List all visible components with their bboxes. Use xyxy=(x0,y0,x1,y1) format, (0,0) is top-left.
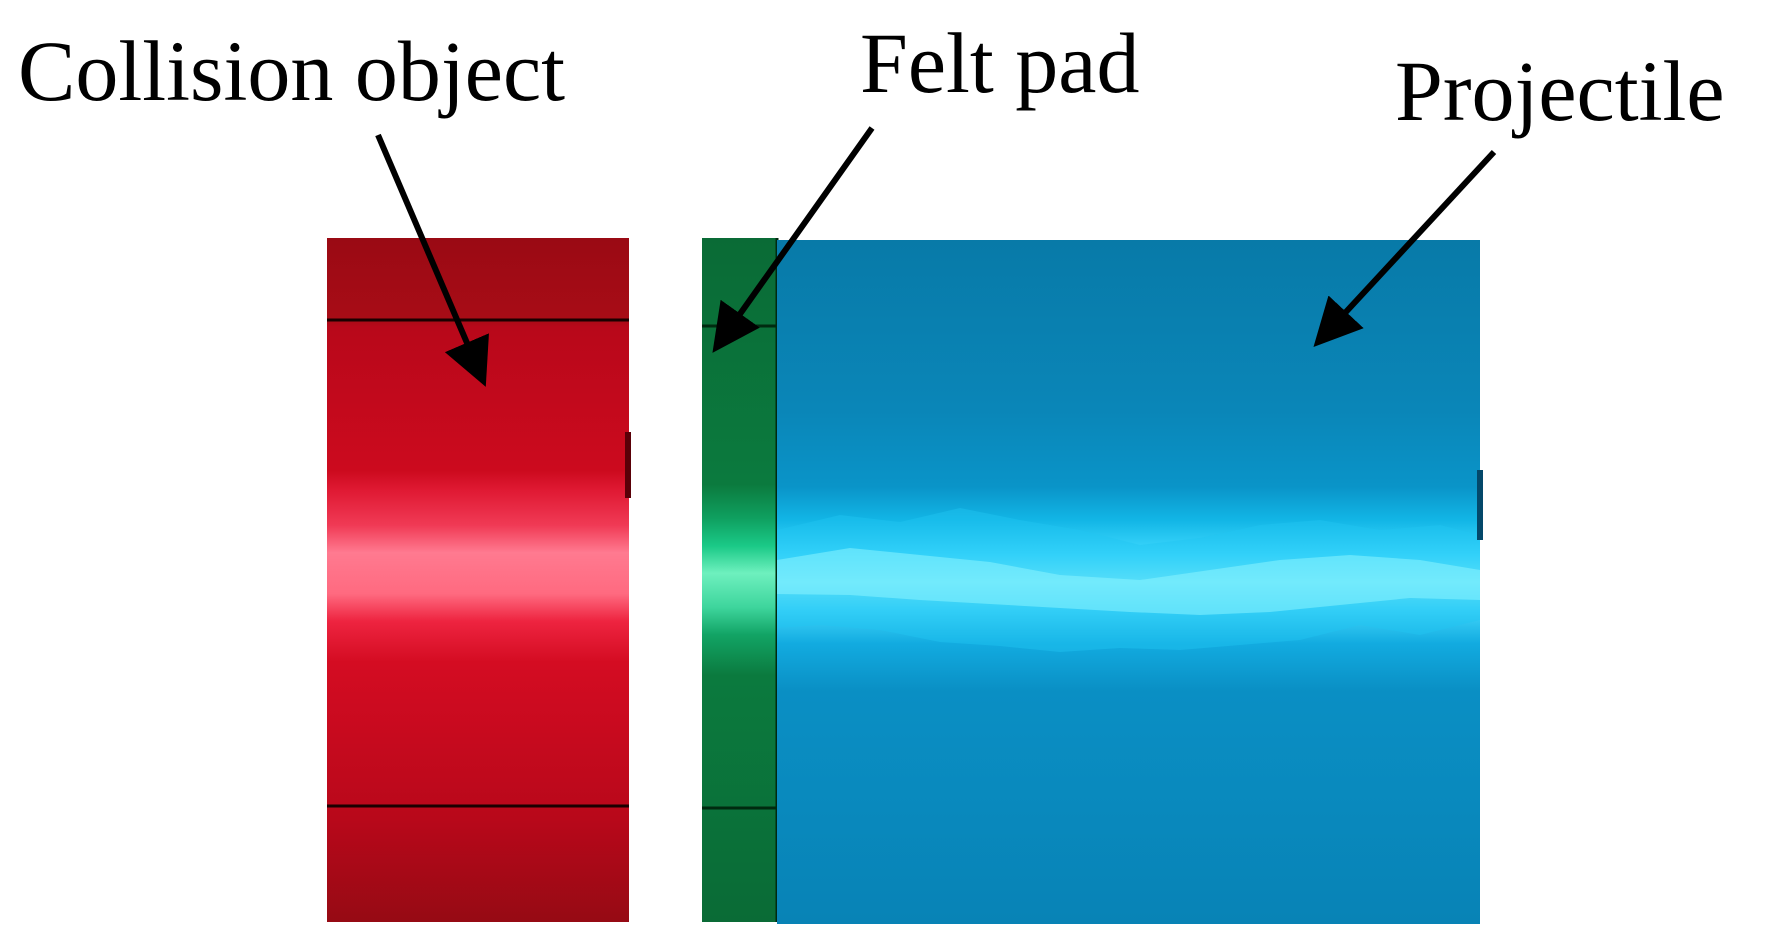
felt-pad-arrow xyxy=(712,126,875,353)
felt-pad-shape xyxy=(702,238,781,922)
collision-object-arrow xyxy=(375,133,489,387)
projectile-label: Projectile xyxy=(1395,43,1725,139)
projectile-arrow xyxy=(1313,149,1497,348)
felt-pad-label: Felt pad xyxy=(860,15,1140,111)
collision-object-shape xyxy=(327,238,631,922)
collision-object-label: Collision object xyxy=(18,23,566,119)
projectile-shape xyxy=(777,240,1483,924)
